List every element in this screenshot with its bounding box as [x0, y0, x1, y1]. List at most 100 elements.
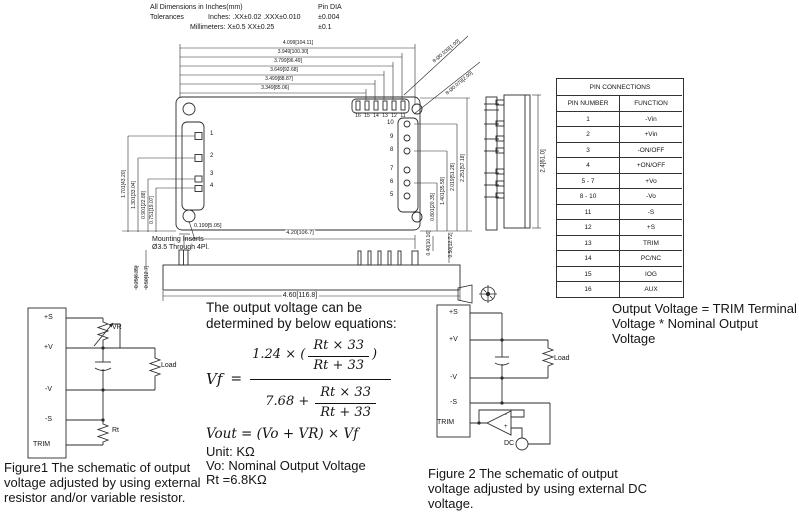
pin [364, 100, 370, 111]
pin [403, 147, 411, 155]
module-box [436, 304, 471, 438]
dim-label: 0.751[19.07] [149, 196, 156, 224]
pin-number: 8 [390, 147, 394, 153]
vout-equation: Vout = (Vo + VR) × Vf [206, 426, 359, 442]
note-inches-tol: Inches: .XX±0.02 .XXX±0.010 [208, 14, 301, 21]
dim-label: 2.4[61.0] [540, 149, 547, 173]
unit-note: Unit: KΩ [206, 444, 255, 459]
feedback-loop [478, 409, 525, 423]
pin [411, 250, 419, 266]
note-pin-dia-in: ±0.004 [318, 14, 340, 21]
dim-label: 3.649[92.68] [269, 67, 299, 74]
cell-func: AUX [620, 281, 682, 297]
frac-top: Rt × 33 [315, 385, 376, 404]
pin [387, 250, 392, 266]
opamp-minus-input: - [505, 412, 507, 418]
terminal-label: TRIM [437, 419, 455, 426]
left-pin-block [181, 121, 205, 211]
col-header-pin: PIN NUMBER [557, 95, 620, 111]
denominator-coeff: 7.68 + [265, 394, 310, 410]
cell-pin: 2 [557, 126, 620, 142]
dim-label: 0.199[5.05] [194, 223, 222, 229]
dim-label: 3.499[88.87] [264, 76, 294, 83]
opamp-plus-input: + [504, 424, 508, 430]
terminal-label: +V [449, 336, 458, 343]
vf-symbol: Vf [206, 369, 223, 388]
table-row: 11-S [557, 203, 683, 219]
figure1-caption: Figure1 The schematic of output voltage … [4, 460, 201, 505]
cell-pin: 14 [557, 250, 620, 266]
terminal-label: -S [45, 416, 52, 423]
dim-label: 3.949[100.30] [276, 49, 310, 56]
vr-wiper-arrow [93, 322, 114, 347]
component-label: DC [504, 440, 515, 447]
pin [194, 154, 203, 162]
table-row: 8 - 10-Vo [557, 188, 683, 204]
pin-stub [495, 120, 505, 127]
pin [377, 250, 382, 266]
pin [194, 185, 203, 192]
rt-note: Rt =6.8KΩ [206, 472, 267, 487]
vr-resistor [96, 318, 110, 348]
cone-symbol [457, 284, 473, 304]
terminal-label: -V [450, 374, 457, 381]
cell-func: +S [620, 219, 682, 235]
pin-number: 12 [391, 113, 397, 120]
terminal-label: -V [45, 386, 52, 393]
figure2-caption: Figure 2 The schematic of output voltage… [428, 466, 647, 511]
dim-label: 0.25[6.35] [134, 265, 141, 289]
pin-number: 6 [390, 179, 394, 185]
pin [194, 132, 203, 140]
pin [400, 100, 406, 111]
frac-top: Rt × 33 [308, 338, 370, 357]
pin [367, 250, 372, 266]
cell-func: -ON/OFF [620, 141, 682, 158]
component-label: VR [112, 324, 122, 331]
pin [382, 100, 388, 111]
note-pin-dia: Pin DIA [318, 4, 342, 11]
cell-func: -Vin [620, 110, 682, 127]
pin-stub [495, 192, 505, 199]
cell-func: IOG [620, 265, 682, 282]
terminal-label: -S [450, 399, 457, 406]
dim-label: 4.20[106.7] [285, 229, 315, 237]
table-row: 3-ON/OFF [557, 141, 683, 158]
pin [194, 175, 203, 183]
dim-label: 0.50[12.7] [144, 265, 151, 289]
pin-number: 10 [387, 120, 394, 126]
dim-label: 3.799[96.49] [273, 58, 303, 65]
dim-label: 2.019[51.28] [450, 163, 457, 191]
cell-pin: 5 - 7 [557, 172, 620, 188]
cell-pin: 8 - 10 [557, 188, 620, 204]
pin [403, 166, 411, 174]
frac-bot: Rt + 33 [320, 404, 371, 420]
col-header-func: FUNCTION [620, 95, 682, 111]
pin [397, 250, 402, 266]
cell-func: +Vo [620, 172, 682, 189]
pin-stub [495, 99, 505, 106]
pin-number: 11 [400, 113, 406, 120]
figure2-schematic [436, 304, 555, 451]
cell-pin: 13 [557, 234, 620, 250]
pin [357, 250, 362, 266]
pin-number: 5 [390, 192, 394, 198]
pin-number: 15 [364, 113, 370, 120]
dim-label: 3.349[85.06] [260, 85, 290, 92]
component-label: Load [161, 362, 177, 369]
cell-pin: 3 [557, 141, 620, 157]
dim-label: 2.251[57.18] [460, 154, 467, 182]
terminal-label: TRIM [33, 441, 51, 448]
pin-stub [495, 147, 505, 154]
dim-label: 0.801[20.35] [430, 193, 437, 221]
close-paren: ) [372, 347, 378, 363]
pin-number: 2 [210, 153, 214, 159]
mounting-note: Mounting Inserts Ø3.5 Through 4Pl. [152, 236, 210, 252]
cell-pin: 11 [557, 203, 620, 219]
body-outline [162, 264, 461, 291]
cell-func: PC/NC [620, 250, 682, 266]
edge-view [485, 96, 498, 231]
